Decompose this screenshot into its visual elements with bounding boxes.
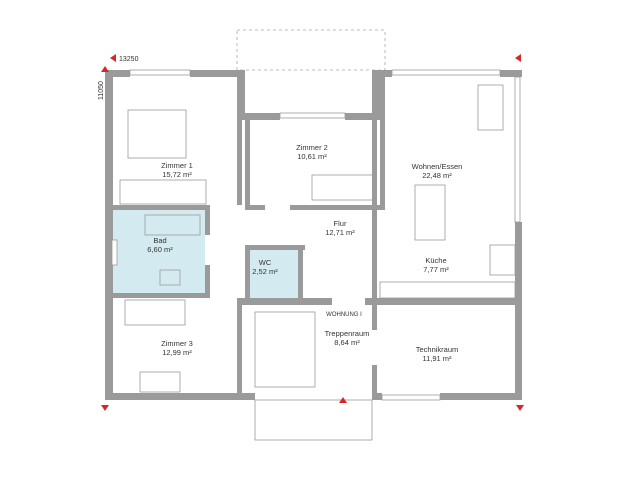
dining-table <box>414 184 446 241</box>
depth-marker-bottom-icon <box>101 405 109 411</box>
room-name: WC <box>259 258 272 267</box>
room-name: Zimmer 3 <box>161 339 193 348</box>
room-area: 12,99 m² <box>162 348 192 357</box>
room-name: Küche <box>425 256 446 265</box>
sofa <box>477 84 504 131</box>
room-area: 15,72 m² <box>162 170 192 179</box>
corner-marker-icon <box>516 405 524 411</box>
unit-label: WOHNUNG I <box>326 312 362 318</box>
bed-2 <box>311 174 375 201</box>
desk <box>139 371 181 393</box>
kitchen-counter <box>379 281 516 299</box>
room-area: 6,60 m² <box>147 245 173 254</box>
walls <box>105 69 522 401</box>
depth-marker-icon <box>101 66 109 72</box>
double-bed <box>127 109 187 159</box>
room-name: Zimmer 1 <box>161 161 193 170</box>
room-area: 22,48 m² <box>422 171 452 180</box>
entrance-marker-icon <box>339 397 347 403</box>
width-marker-right-icon <box>515 54 521 62</box>
room-name: Technikraum <box>416 345 459 354</box>
dimension-markers: 13250 11050 <box>98 54 524 411</box>
room-area: 8,64 m² <box>334 338 360 347</box>
room-area: 10,61 m² <box>297 152 327 161</box>
bed-3 <box>124 299 186 326</box>
width-marker-icon <box>110 54 116 62</box>
bad-floor <box>112 210 205 293</box>
room-area: 2,52 m² <box>252 267 278 276</box>
wardrobe-1 <box>119 179 207 205</box>
furniture <box>119 84 516 393</box>
room-name: Bad <box>153 236 166 245</box>
stove <box>489 244 516 276</box>
staircase <box>254 311 316 388</box>
entrance-landing <box>254 399 373 441</box>
wc-floor <box>250 250 298 298</box>
room-name: Wohnen/Essen <box>412 162 463 171</box>
washbasin <box>159 269 181 286</box>
room-area: 12,71 m² <box>325 228 355 237</box>
room-area: 7,77 m² <box>423 265 449 274</box>
room-name: Treppenraum <box>325 329 370 338</box>
bathtub <box>144 214 201 236</box>
room-labels: Zimmer 1 15,72 m² Zimmer 2 10,61 m² Wohn… <box>147 143 462 363</box>
depth-dimension: 11050 <box>98 81 105 100</box>
room-area: 11,91 m² <box>422 354 452 363</box>
balcony-outline <box>236 29 386 71</box>
room-name: Flur <box>334 219 347 228</box>
room-name: Zimmer 2 <box>296 143 328 152</box>
width-dimension: 13250 <box>119 56 139 63</box>
